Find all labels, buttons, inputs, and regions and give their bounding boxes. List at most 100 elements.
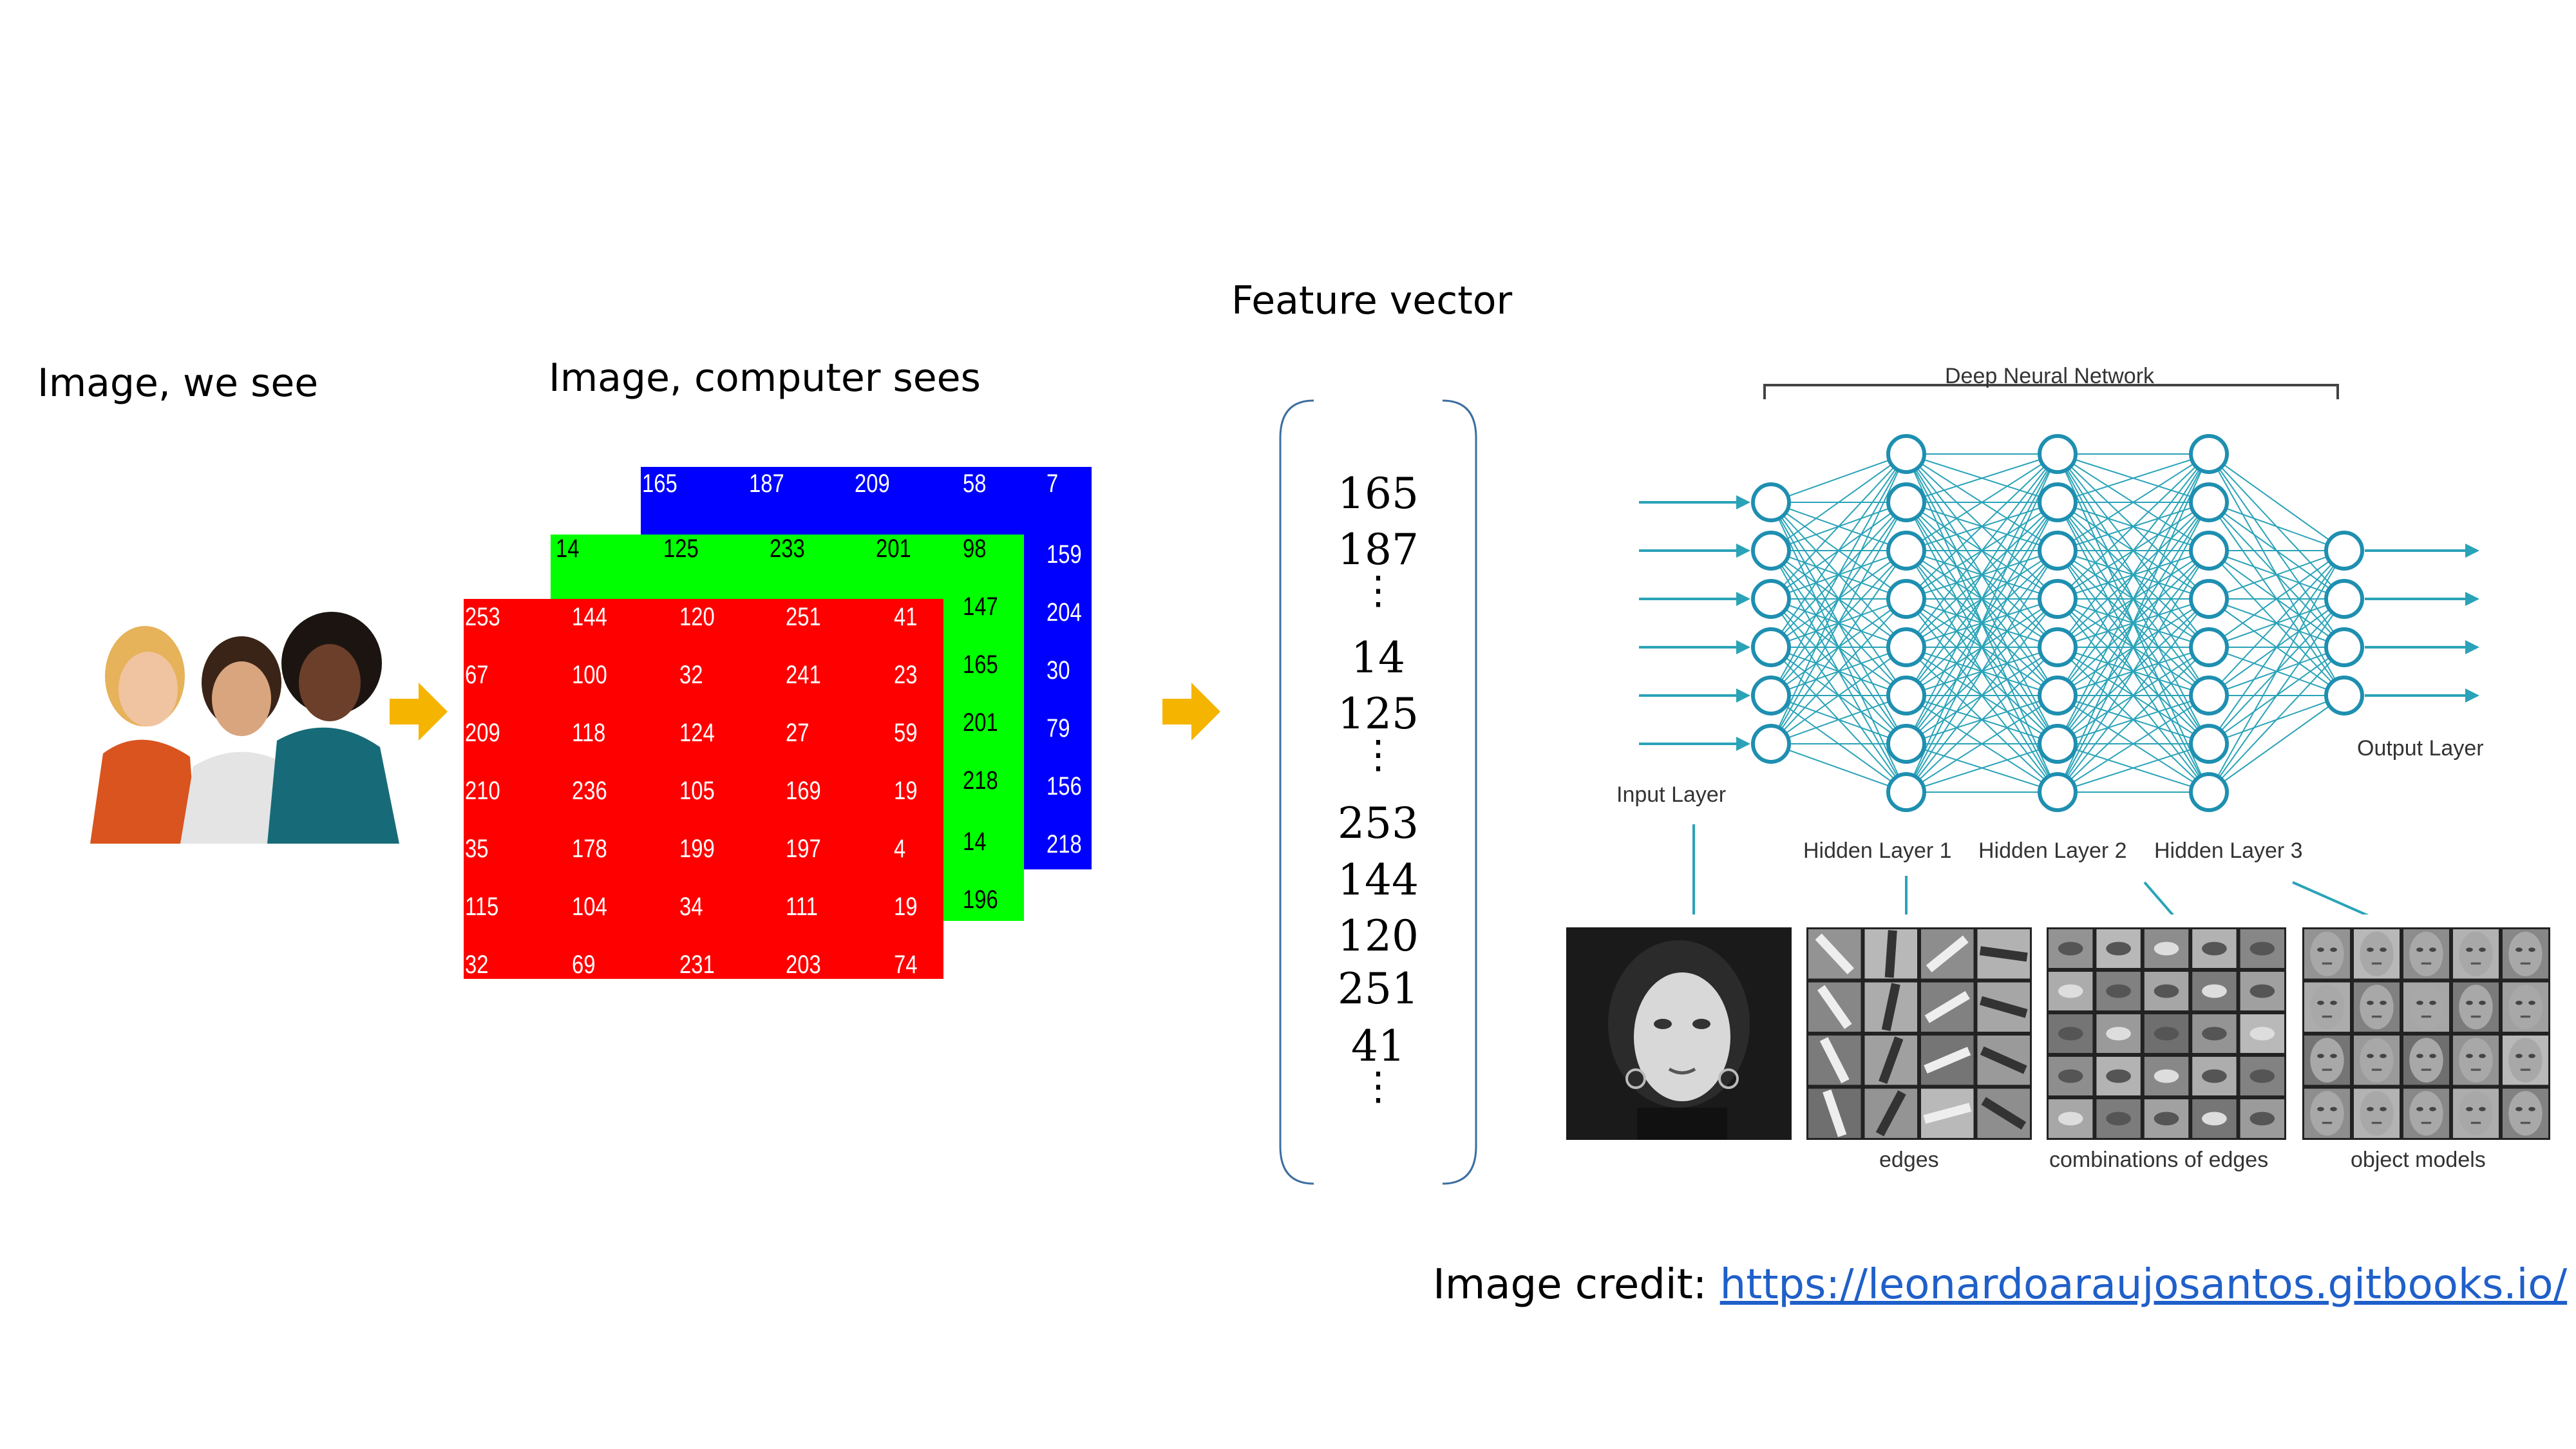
feature-tile <box>2240 1057 2284 1095</box>
network-edge <box>1906 453 2058 744</box>
network-edge <box>1770 598 1907 744</box>
network-edge <box>1906 453 2058 793</box>
feature-tile <box>2144 1057 2189 1095</box>
matrix-cell: 165 <box>963 650 998 679</box>
network-edge <box>2057 453 2210 600</box>
vector-value: 187 <box>1338 525 1419 574</box>
matrix-cell: 178 <box>572 835 607 863</box>
network-edge <box>2208 502 2345 551</box>
feature-tile <box>2192 1099 2237 1138</box>
matrix-cell: 100 <box>572 661 607 689</box>
feature-tile <box>2144 1014 2189 1053</box>
network-edge <box>2057 453 2210 503</box>
network-edge <box>1906 453 2058 648</box>
network-bracket <box>1763 384 2339 399</box>
feature-tile <box>1808 929 1861 979</box>
arrow-shape <box>390 683 448 741</box>
feature-tile <box>2304 982 2350 1032</box>
matrix-cell: 165 <box>642 469 677 498</box>
matrix-cell: 218 <box>1046 830 1082 858</box>
matrix-cell: 159 <box>1046 540 1082 569</box>
network-node <box>2189 724 2229 764</box>
network-edge <box>2057 453 2210 744</box>
network-edge <box>2208 550 2345 648</box>
feature-tile <box>2354 1036 2400 1085</box>
matrix-cell: 14 <box>556 535 580 563</box>
matrix-cell: 169 <box>786 777 821 805</box>
matrix-cell: 197 <box>786 835 821 863</box>
network-edge <box>1770 550 1907 744</box>
matrix-cell: 19 <box>894 777 918 805</box>
feature-tile <box>2096 1014 2141 1053</box>
vector-value: 120 <box>1338 911 1419 961</box>
network-arrowhead <box>2465 592 2479 606</box>
network-node <box>1751 579 1791 619</box>
feature-tile <box>1921 929 1974 979</box>
network-edge <box>2208 695 2345 793</box>
matrix-cell: 14 <box>963 828 987 856</box>
network-node <box>2324 531 2364 571</box>
network-node <box>1886 531 1926 571</box>
feature-tile <box>1921 1036 1974 1085</box>
vector-value: 253 <box>1338 799 1419 848</box>
network-node <box>1751 531 1791 571</box>
neural-network-diagram <box>1639 384 2479 914</box>
network-node <box>2038 434 2078 474</box>
arrow-shape <box>1162 683 1220 741</box>
output-layer-label: Output Layer <box>2357 736 2484 761</box>
feature-tile <box>2403 1088 2449 1138</box>
matrix-cell: 34 <box>679 893 703 921</box>
feature-tile <box>2354 1088 2400 1138</box>
feature-tile <box>2403 982 2449 1032</box>
heading-image-we-see: Image, we see <box>37 361 319 406</box>
network-node <box>2189 482 2229 522</box>
matrix-cell: 111 <box>786 893 818 921</box>
network-arrowhead <box>1736 688 1750 703</box>
network-edge <box>1770 453 1907 696</box>
caption-object-models: object models <box>2351 1148 2486 1172</box>
feature-tile <box>2192 929 2237 968</box>
matrix-cell: 58 <box>963 469 987 498</box>
matrix-cell: 69 <box>572 951 596 979</box>
arrow-right-icon <box>1162 683 1220 741</box>
matrix-cell: 67 <box>465 661 489 689</box>
feature-tile <box>1864 1088 1917 1138</box>
network-edge <box>1770 647 1907 744</box>
feature-tile <box>2354 929 2400 979</box>
network-node <box>2324 579 2364 619</box>
network-node <box>2038 531 2078 571</box>
network-arrowhead <box>2465 640 2479 654</box>
credit-link[interactable]: https://leonardoaraujosantos.gitbooks.io… <box>1719 1261 2568 1309</box>
network-node <box>1886 434 1926 474</box>
network-node <box>2038 482 2078 522</box>
matrix-cell: 253 <box>465 603 500 631</box>
feature-tile <box>2049 972 2093 1010</box>
network-edge <box>2208 550 2345 793</box>
feature-tile <box>2453 929 2499 979</box>
network-node <box>1751 482 1791 522</box>
feature-tile <box>2503 982 2548 1032</box>
network-edge <box>1770 695 1907 744</box>
feature-tile <box>1808 1088 1861 1138</box>
network-edge <box>2057 453 2210 793</box>
matrix-cell: 120 <box>679 603 715 631</box>
network-edge <box>1906 453 2058 696</box>
feature-tile <box>2144 929 2189 968</box>
matrix-cell: 124 <box>679 719 715 747</box>
feature-tile <box>2503 1088 2548 1138</box>
matrix-cell: 156 <box>1046 772 1082 800</box>
vector-value: 165 <box>1338 469 1419 518</box>
feature-tile <box>2049 1099 2093 1138</box>
network-edge <box>1770 743 1907 793</box>
network-edge <box>2208 550 2345 600</box>
matrix-cell: 23 <box>894 661 918 689</box>
matrix-cell: 231 <box>679 951 715 979</box>
matrix-cell: 251 <box>786 603 821 631</box>
feature-tile <box>2240 1099 2284 1138</box>
vector-value: 144 <box>1338 855 1419 905</box>
photo-three-women <box>90 612 399 844</box>
network-edge <box>1770 453 1907 503</box>
matrix-cell: 196 <box>963 886 998 914</box>
matrix-cell: 79 <box>1046 714 1070 743</box>
caption-edges: edges <box>1879 1148 1939 1172</box>
